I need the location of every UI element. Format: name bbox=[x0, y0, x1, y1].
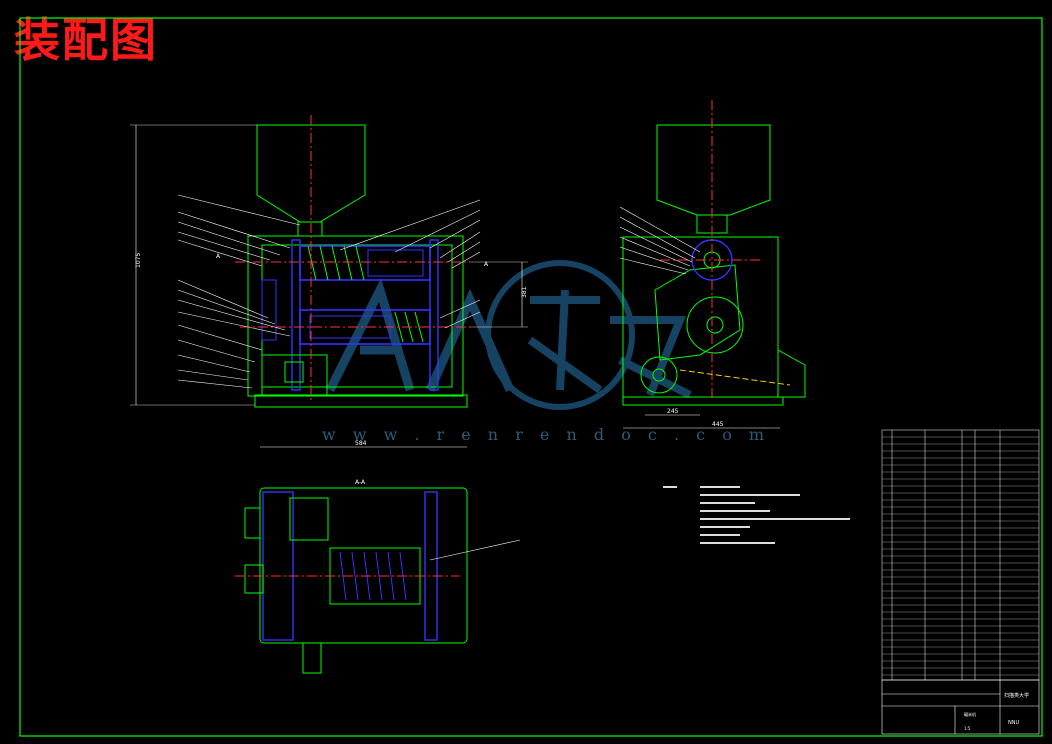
dim-side-inner: 245 bbox=[667, 408, 679, 415]
title-block-product: 碾米机 bbox=[964, 711, 976, 717]
section-mark-left: A bbox=[216, 253, 221, 260]
title-block-code: NNU bbox=[1008, 720, 1019, 726]
title-block-school: 扫描类大学 bbox=[1004, 692, 1029, 699]
watermark-url: w w w . r e n r e n d o c . c o m bbox=[322, 425, 771, 444]
watermark-logo bbox=[325, 260, 692, 410]
title-block-scale: 1:5 bbox=[964, 726, 971, 731]
parts-list bbox=[881, 429, 1040, 681]
side-view bbox=[619, 100, 806, 429]
technical-notes bbox=[663, 486, 850, 544]
section-view-aa bbox=[235, 446, 521, 674]
parts-list-rows bbox=[882, 436, 1039, 676]
title-block bbox=[881, 679, 1040, 735]
front-view bbox=[130, 115, 528, 408]
dim-front-width: 584 bbox=[355, 440, 367, 447]
dim-front-height: 1075 bbox=[135, 253, 142, 268]
dim-front-right: 381 bbox=[521, 286, 528, 298]
view-label-aa: A-A bbox=[355, 479, 366, 486]
drawing-title: 装配图 bbox=[14, 13, 158, 67]
section-mark-right: A bbox=[484, 261, 489, 268]
dim-side-width: 445 bbox=[712, 421, 724, 428]
drawing-frame bbox=[19, 17, 1043, 737]
